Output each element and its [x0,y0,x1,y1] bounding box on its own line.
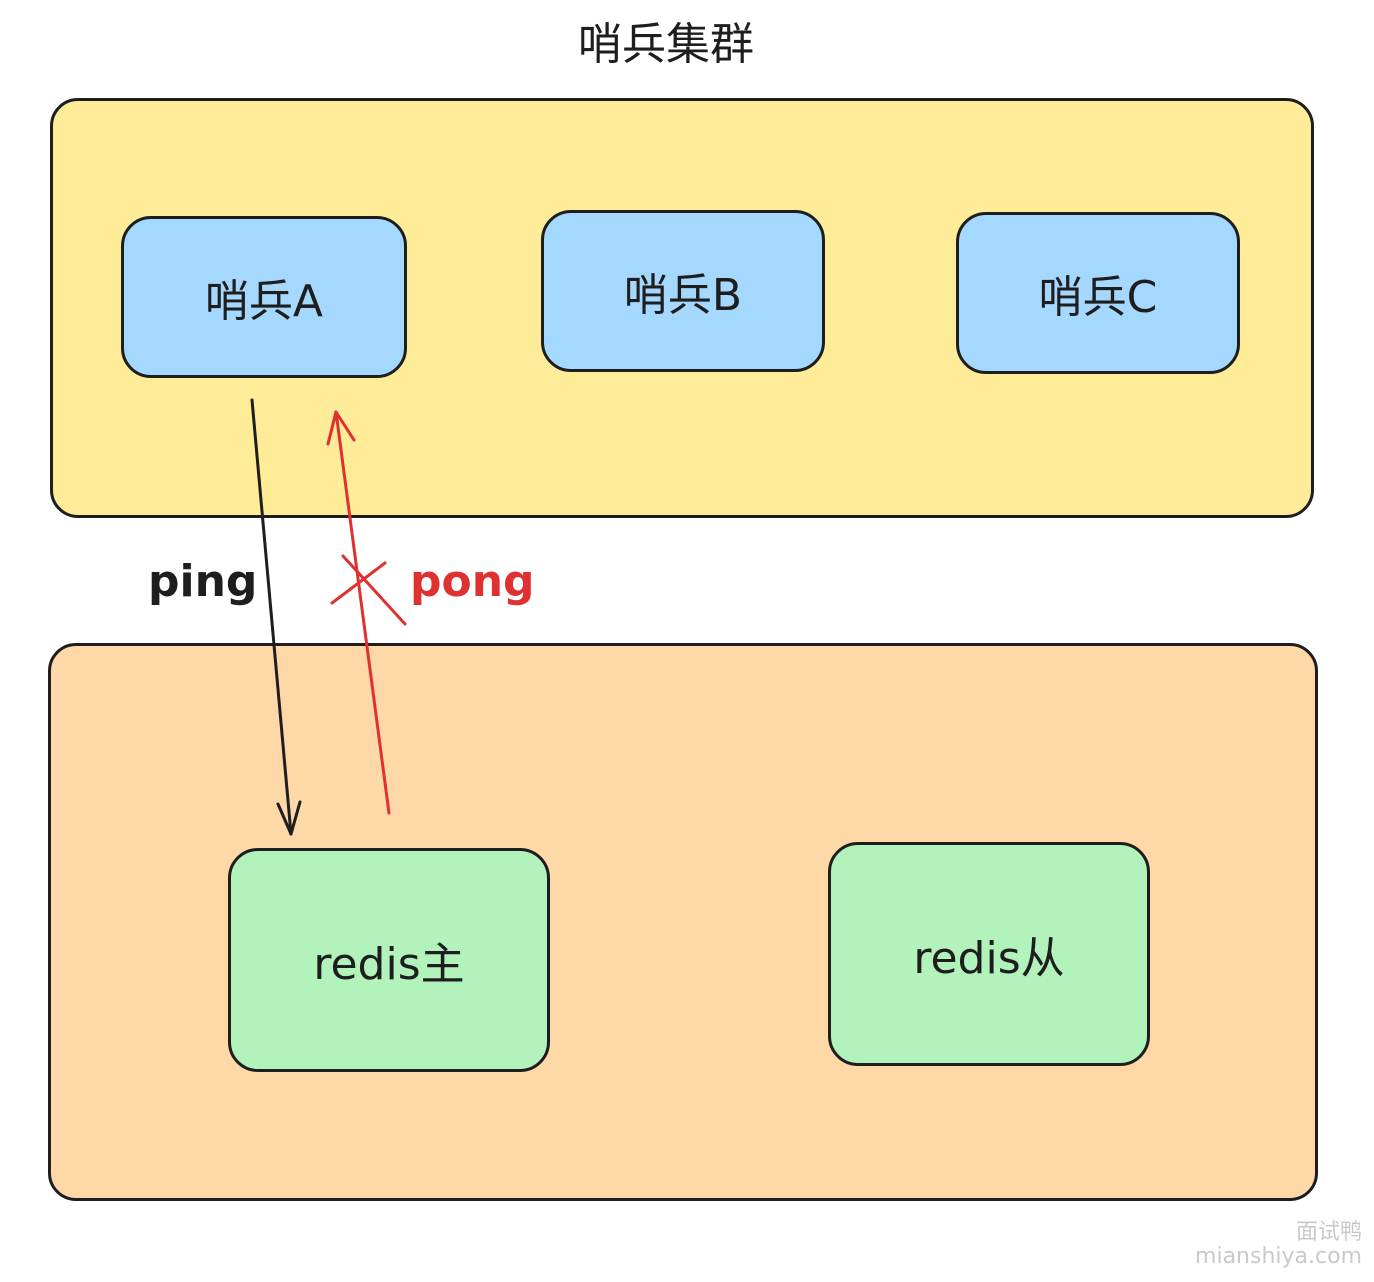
sentinel-a-node: 哨兵A [121,216,407,378]
diagram-title: 哨兵集群 [578,19,754,70]
sentinel-b-node: 哨兵B [541,210,825,372]
redis-slave-node: redis从 [828,842,1150,1066]
sentinel-a-label: 哨兵A [204,276,324,327]
redis-master-node: redis主 [228,848,550,1072]
sentinel-b-label: 哨兵B [623,270,743,321]
watermark-brand: 面试鸭 [1295,1220,1362,1245]
sentinel-c-node: 哨兵C [956,212,1240,374]
pong-label: pong [410,556,535,607]
watermark-url: mianshiya.com [1195,1244,1362,1269]
redis-master-label: redis主 [313,939,465,990]
ping-label: ping [148,556,258,607]
failure-cross-icon [330,554,407,626]
pong-arrow [326,410,391,815]
ping-arrow [250,398,302,836]
redis-slave-label: redis从 [913,933,1065,984]
sentinel-c-label: 哨兵C [1038,272,1158,323]
